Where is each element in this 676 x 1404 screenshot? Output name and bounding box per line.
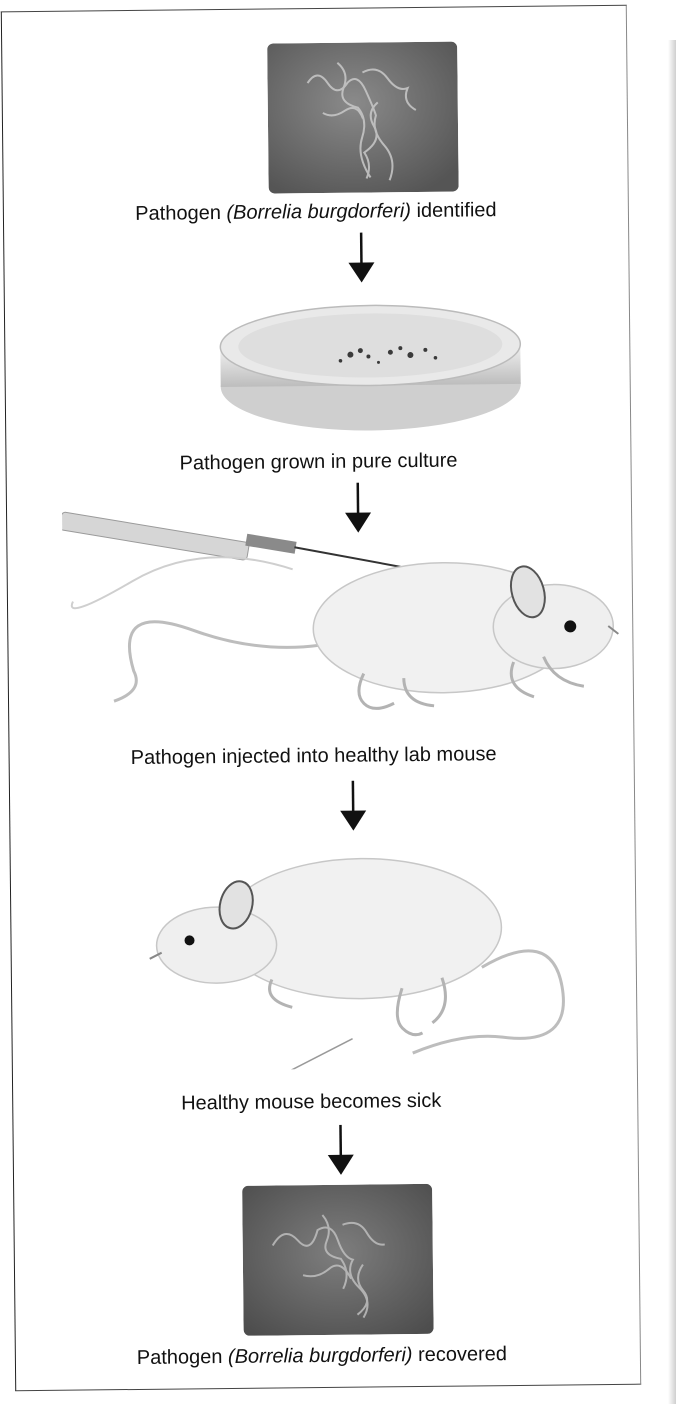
step-caption: Pathogen (Borrelia burgdorferi) recovere… xyxy=(10,1342,634,1372)
sick-mouse-icon xyxy=(140,836,582,1071)
micrograph-icon xyxy=(242,1184,434,1336)
page-edge-shadow xyxy=(668,40,676,1404)
diagram-frame: Pathogen (Borrelia burgdorferi) identifi… xyxy=(1,5,641,1391)
micrograph-icon xyxy=(267,42,459,194)
arrow-down-icon xyxy=(325,1125,356,1177)
arrow-down-icon xyxy=(346,232,377,284)
step-caption: Pathogen injected into healthy lab mouse xyxy=(2,742,626,772)
syringe-mouse-icon xyxy=(62,496,624,732)
arrow-down-icon xyxy=(338,781,369,833)
syringe-icon xyxy=(62,508,418,574)
petri-dish-icon xyxy=(210,289,532,442)
step-caption: Healthy mouse becomes sick xyxy=(0,1088,623,1118)
step-caption: Pathogen grown in pure culture xyxy=(6,448,630,478)
step-caption: Pathogen (Borrelia burgdorferi) identifi… xyxy=(4,198,628,228)
